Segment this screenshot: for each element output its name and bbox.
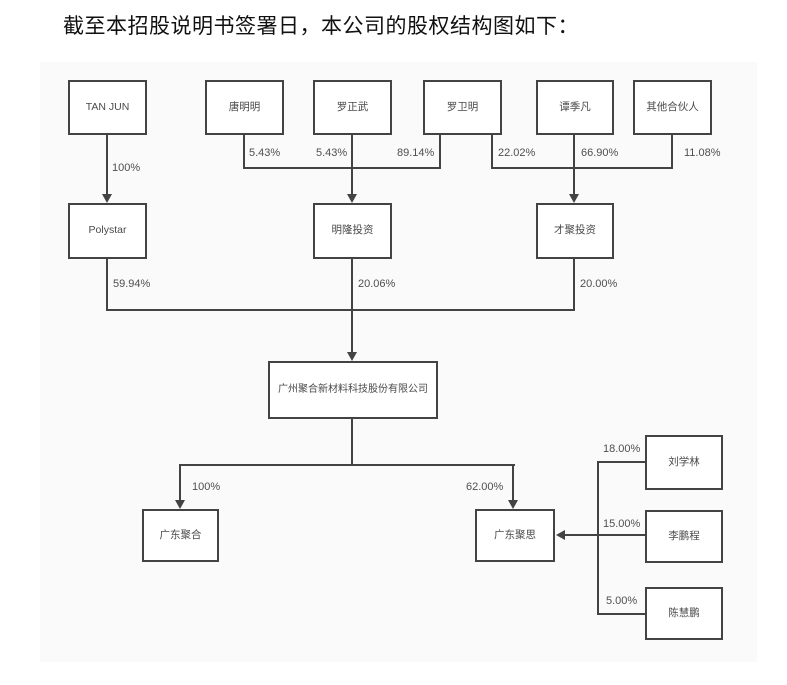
pct-tanjf-caiju: 66.90%: [581, 147, 619, 159]
node-chen-huipeng: 陈慧鹏: [645, 587, 723, 640]
connector-polystar-bus3: [106, 259, 108, 311]
node-liu-xuelin: 刘学林: [645, 435, 723, 490]
arrowhead-icon: [102, 194, 112, 203]
bus-company: [106, 309, 575, 311]
connector-bus3-company: [351, 309, 353, 353]
pct-company-juhe: 100%: [192, 481, 221, 493]
pct-liu-jusi: 18.00%: [603, 443, 641, 455]
connector-company-bus4: [351, 419, 353, 466]
pct-other-caiju: 11.08%: [684, 147, 721, 159]
pct-tang-minglong: 5.43%: [249, 147, 281, 159]
bus-minglong: [243, 167, 441, 169]
bus-caiju: [491, 167, 673, 169]
arrowhead-icon: [175, 500, 185, 509]
pct-luowm-minglong: 89.14%: [397, 147, 435, 159]
page-title: 截至本招股说明书签署日，本公司的股权结构图如下：: [63, 14, 579, 38]
node-gd-jusi: 广东聚思: [475, 509, 555, 562]
connector-luowm-bus2: [491, 135, 493, 169]
node-other-partners: 其他合伙人: [633, 80, 712, 135]
connector-chen-bus5: [597, 613, 645, 615]
connector-li-jusi: [565, 534, 645, 536]
connector-tang-bus: [243, 135, 245, 169]
connector-caiju-bus3: [573, 259, 575, 311]
pct-polystar-company: 59.94%: [113, 278, 151, 290]
node-tan-jifan: 谭季凡: [536, 80, 614, 135]
connector-liu-bus5: [597, 461, 645, 463]
node-gd-juhe: 广东聚合: [142, 509, 219, 562]
pct-minglong-company: 20.06%: [358, 278, 396, 290]
connector-tanjf-caiju: [573, 135, 575, 195]
connector-luozw-minglong: [351, 135, 353, 195]
node-tang-mingming: 唐明明: [205, 80, 284, 135]
node-polystar: Polystar: [68, 203, 147, 259]
connector-bus4-jusi: [512, 464, 514, 501]
node-li-pengcheng: 李鹏程: [645, 510, 723, 563]
pct-luowm-caiju: 22.02%: [498, 147, 536, 159]
arrowhead-icon: [508, 500, 518, 509]
connector-tanjun-polystar: [106, 135, 108, 195]
pct-li-jusi: 15.00%: [603, 518, 641, 530]
connector-other-bus2: [671, 135, 673, 169]
node-company: 广州聚合新材料科技股份有限公司: [268, 361, 438, 419]
node-luo-weiming: 罗卫明: [423, 80, 502, 135]
connector-minglong-bus3: [351, 259, 353, 311]
arrowhead-icon: [556, 530, 565, 540]
connector-bus4-juhe: [179, 464, 181, 501]
pct-caiju-company: 20.00%: [580, 278, 618, 290]
arrowhead-icon: [347, 352, 357, 361]
pct-luozw-minglong: 5.43%: [316, 147, 348, 159]
pct-chen-jusi: 5.00%: [606, 595, 638, 607]
node-tan-jun: TAN JUN: [68, 80, 147, 135]
node-caiju: 才聚投资: [536, 203, 614, 259]
arrowhead-icon: [347, 194, 357, 203]
pct-tanjun-polystar: 100%: [112, 162, 141, 174]
node-luo-zhengwu: 罗正武: [313, 80, 392, 135]
connector-luowm-bus1: [439, 135, 441, 169]
bus-jusi-shareholders: [597, 461, 599, 615]
bus-subsidiaries: [179, 464, 515, 466]
arrowhead-icon: [569, 194, 579, 203]
node-minglong: 明隆投资: [313, 203, 392, 259]
pct-company-jusi: 62.00%: [466, 481, 504, 493]
